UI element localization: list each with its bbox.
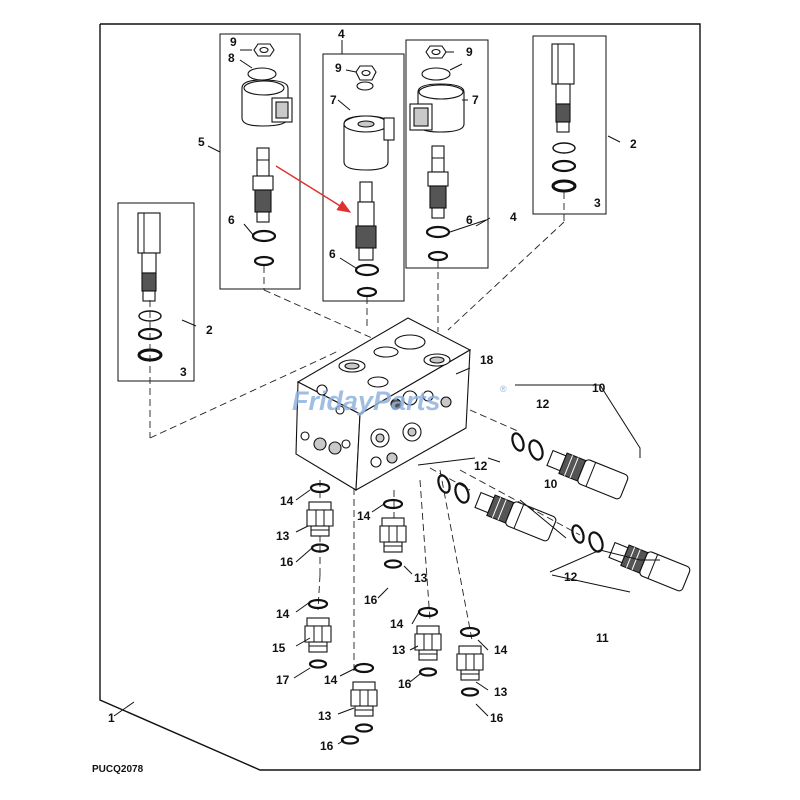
relief-valve-cartridge-right — [551, 43, 575, 133]
callout-14-a: 14 — [280, 494, 294, 508]
callout-7-right: 7 — [472, 93, 479, 107]
nut-center — [355, 65, 377, 81]
callout-12-bottom: 12 — [564, 570, 578, 584]
callout-17: 17 — [276, 673, 290, 687]
cartridge-valve-upper — [544, 445, 630, 501]
callout-14-e: 14 — [494, 643, 508, 657]
relief-valve-cartridge-left — [137, 212, 161, 302]
callout-10-top: 10 — [592, 381, 606, 395]
o-ring-set-right — [551, 142, 577, 193]
callout-labels: 1 2 2 3 3 4 4 5 6 6 6 7 7 8 9 9 9 10 10 … — [108, 27, 637, 753]
solenoid-stem-right — [427, 145, 449, 219]
solenoid-coil-right — [409, 83, 465, 133]
callout-16-c: 16 — [398, 677, 412, 691]
callout-1: 1 — [108, 711, 115, 725]
callout-10-middle: 10 — [544, 477, 558, 491]
solenoid-coil-center — [343, 115, 395, 171]
solenoid-valve-left-group — [219, 33, 373, 339]
part-code-label: PUCQ2078 — [92, 764, 144, 775]
solenoid-valve-center-group — [322, 53, 405, 330]
highlight-arrow — [275, 165, 352, 213]
callout-13-d: 13 — [494, 685, 508, 699]
callout-13-a: 13 — [276, 529, 290, 543]
lower-fittings-group — [303, 469, 485, 745]
callout-7-center: 7 — [330, 93, 337, 107]
callout-leaders — [113, 40, 621, 745]
diagram-frame — [99, 23, 701, 771]
callout-13-e: 13 — [318, 709, 332, 723]
relief-valve-right-group — [447, 35, 607, 331]
right-cartridges-group — [417, 384, 692, 593]
callout-16-e: 16 — [320, 739, 334, 753]
callout-3-right: 3 — [594, 196, 601, 210]
fitting-13-center-right — [413, 606, 443, 677]
callout-12-middle: 12 — [474, 459, 488, 473]
callout-14-d: 14 — [390, 617, 404, 631]
callout-9-left: 9 — [230, 35, 237, 49]
callout-14-b: 14 — [357, 509, 371, 523]
callout-8: 8 — [228, 51, 235, 65]
solenoid-valve-right-group — [405, 39, 489, 332]
callout-18: 18 — [480, 353, 494, 367]
callout-4-top: 4 — [338, 27, 345, 41]
callout-6-right: 6 — [466, 213, 473, 227]
manifold-block — [295, 317, 472, 491]
callout-6-center: 6 — [329, 247, 336, 261]
callout-3-left: 3 — [180, 365, 187, 379]
callout-12-top: 12 — [536, 397, 550, 411]
solenoid-coil-left — [241, 79, 293, 127]
fitting-13-lower-right — [455, 626, 485, 697]
callout-14-c: 14 — [276, 607, 290, 621]
callout-4-right: 4 — [510, 210, 517, 224]
fitting-15 — [303, 598, 333, 669]
callout-16-d: 16 — [490, 711, 504, 725]
relief-valve-left-group — [117, 202, 195, 438]
callout-9-right: 9 — [466, 45, 473, 59]
fitting-13-upper-center — [378, 498, 408, 569]
callout-15: 15 — [272, 641, 286, 655]
callout-11: 11 — [596, 631, 609, 645]
callout-9-center: 9 — [335, 61, 342, 75]
callout-13-c: 13 — [392, 643, 406, 657]
watermark-registered-mark: ® — [500, 384, 507, 394]
callout-13-b: 13 — [414, 571, 428, 585]
callout-16-a: 16 — [280, 555, 294, 569]
watermark-brand: FridayParts — [292, 386, 441, 416]
callout-14-f: 14 — [324, 673, 338, 687]
callout-5: 5 — [198, 135, 205, 149]
callout-6-left: 6 — [228, 213, 235, 227]
nut-left — [253, 43, 275, 57]
fitting-13-bottom — [349, 662, 379, 733]
callout-16-b: 16 — [364, 593, 378, 607]
cartridge-valve-middle — [472, 487, 558, 543]
washer-left — [247, 67, 277, 81]
callout-2-right: 2 — [630, 137, 637, 151]
cartridge-valve-lower — [606, 537, 692, 593]
nut-right — [425, 45, 447, 59]
solenoid-stem-left — [252, 147, 274, 223]
solenoid-stem-center — [355, 181, 377, 261]
callout-2-left: 2 — [206, 323, 213, 337]
